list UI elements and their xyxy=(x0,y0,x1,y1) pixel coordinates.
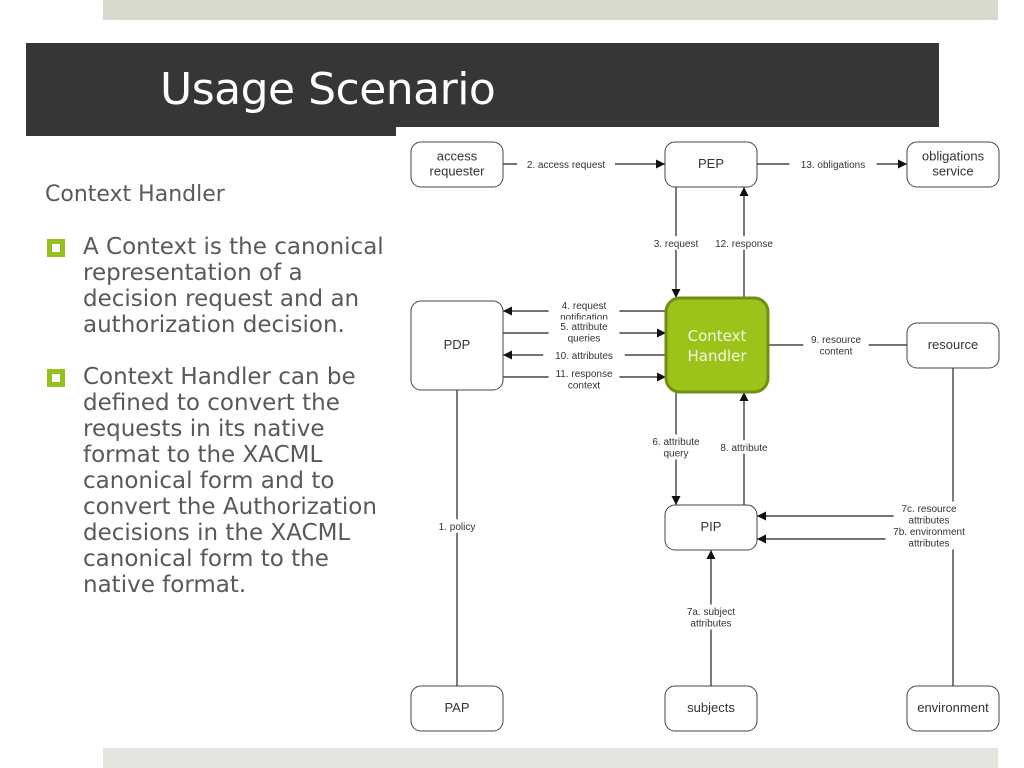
node-label: PIP xyxy=(701,519,722,534)
edge-label-text: attributes xyxy=(690,619,731,630)
top-accent-bar xyxy=(103,0,998,20)
node-label: subjects xyxy=(687,700,735,715)
edge-label-text: 11. response xyxy=(555,369,613,380)
edge-label-text: attributes xyxy=(908,539,949,550)
edge-label-text: 4. request xyxy=(562,301,607,312)
edge-label-text: query xyxy=(663,449,688,460)
node-box xyxy=(906,685,1000,732)
edge-label-text: 1. policy xyxy=(439,522,476,533)
node-label: PEP xyxy=(698,156,724,171)
node-environment: environment xyxy=(906,685,1000,732)
edge-label-text: 12. response xyxy=(715,239,773,250)
edge-label-e1: 1. policy xyxy=(429,519,485,533)
node-label: Handler xyxy=(687,347,747,365)
edge-label-text: 8. attribute xyxy=(720,443,768,454)
node-box xyxy=(906,322,1000,369)
node-label: requester xyxy=(430,164,486,179)
edge-label-text: 9. resource xyxy=(811,335,861,346)
node-label: PAP xyxy=(444,700,469,715)
node-label: Context xyxy=(688,327,747,345)
bullet-item: Context Handler can be defined to conver… xyxy=(45,364,390,598)
node-label: service xyxy=(932,164,973,179)
edge-label-text: context xyxy=(568,381,600,392)
subheading: Context Handler xyxy=(45,182,225,207)
edge-label-text: notification xyxy=(560,313,608,324)
node-label: access xyxy=(437,149,478,164)
node-pap: PAP xyxy=(410,685,504,732)
node-box xyxy=(664,296,770,394)
edge-label-text: 3. request xyxy=(654,239,699,250)
edge-label-e2: 2. access request xyxy=(517,157,615,171)
node-box xyxy=(410,300,504,391)
bullet-text: Context Handler can be defined to conver… xyxy=(83,364,377,598)
edge-label-text: 7b. environment xyxy=(893,527,965,538)
node-label: resource xyxy=(928,337,979,352)
node-pdp: PDP xyxy=(410,300,504,391)
title-band-tab xyxy=(26,127,396,136)
edge-label-e10: 10. attributes xyxy=(543,348,625,362)
title-band xyxy=(26,43,939,127)
edge-label-text: 5. attribute xyxy=(560,322,608,333)
node-resource: resource xyxy=(906,322,1000,369)
node-label: PDP xyxy=(444,337,471,352)
edge-label-e13: 13. obligations xyxy=(789,157,877,171)
node-pip: PIP xyxy=(664,504,758,551)
edge-label-text: 10. attributes xyxy=(555,351,613,362)
edge-label-text: 2. access request xyxy=(527,160,606,171)
edge-label-text: 6. attribute xyxy=(652,437,700,448)
node-box xyxy=(664,685,758,732)
bottom-accent-bar xyxy=(103,748,998,768)
edge-label-e3: 3. request xyxy=(646,236,706,250)
bullet-item: A Context is the canonical representatio… xyxy=(45,234,390,338)
square-bullet-icon xyxy=(47,369,65,387)
edge-label-text: 13. obligations xyxy=(801,160,866,171)
node-label: environment xyxy=(917,700,989,715)
node-label: obligations xyxy=(922,149,985,164)
node-box xyxy=(410,141,504,188)
node-subjects: subjects xyxy=(664,685,758,732)
edge-label-text: queries xyxy=(568,334,601,345)
slide-title: Usage Scenario xyxy=(160,64,496,115)
edge-label-text: attributes xyxy=(908,516,949,527)
node-pep: PEP xyxy=(664,141,758,188)
bullet-text: A Context is the canonical representatio… xyxy=(83,234,384,338)
edge-label-text: 7c. resource xyxy=(901,504,956,515)
bullet-list: A Context is the canonical representatio… xyxy=(45,234,390,624)
edge-label-text: 7a. subject xyxy=(687,607,736,618)
edge-label-e8: 8. attribute xyxy=(708,440,780,454)
node-box xyxy=(664,504,758,551)
square-bullet-icon xyxy=(47,239,65,257)
node-box xyxy=(410,685,504,732)
edge-label-e12: 12. response xyxy=(708,236,780,250)
edge-label-text: content xyxy=(820,347,853,358)
node-box xyxy=(906,141,1000,188)
node-box xyxy=(664,141,758,188)
